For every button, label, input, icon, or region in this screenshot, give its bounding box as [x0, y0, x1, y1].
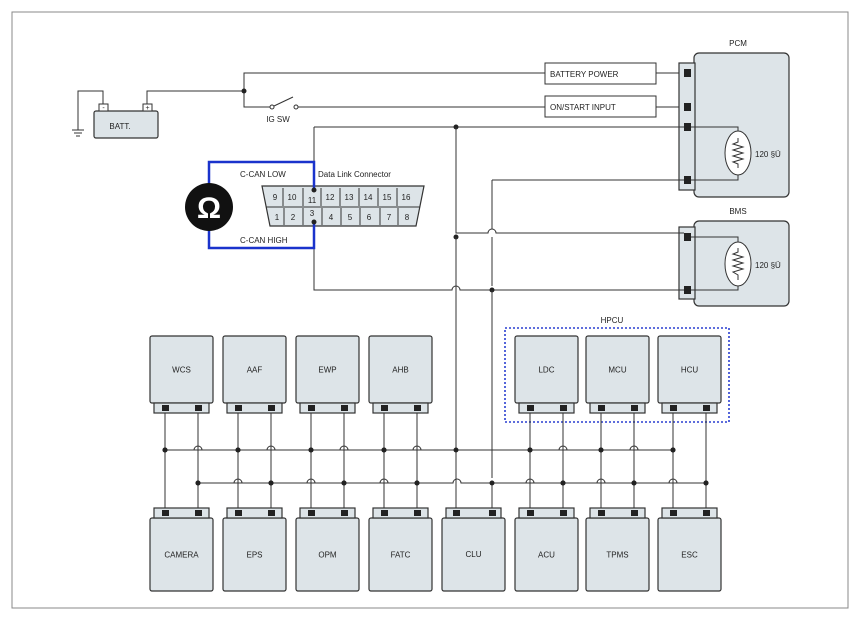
battery-plus: + [145, 105, 149, 112]
dlc-pin-9: 9 [273, 193, 278, 202]
module-ewp: EWP [295, 335, 360, 414]
module-label: ESC [681, 551, 698, 560]
dlc-pin-5: 5 [348, 213, 353, 222]
module-acu: ACU [514, 507, 579, 592]
module-label: HCU [681, 366, 699, 375]
ig-switch: IG SW [266, 96, 545, 124]
bms-title: BMS [729, 207, 746, 216]
module-label: ACU [538, 551, 555, 560]
module-clu: CLU [441, 507, 506, 592]
dlc-pin-6: 6 [367, 213, 372, 222]
module-label: AAF [247, 366, 263, 375]
battery-minus: - [102, 105, 105, 112]
dlc-title: Data Link Connector [318, 170, 391, 179]
module-label: CLU [465, 550, 481, 559]
module-label: AHB [392, 366, 408, 375]
module-label: TPMS [606, 551, 628, 560]
can-low-highlight [207, 160, 316, 193]
dlc-pin-4: 4 [329, 213, 334, 222]
dlc-pin-13: 13 [345, 193, 354, 202]
pcm-title: PCM [729, 39, 747, 48]
can-low-label: C-CAN LOW [240, 170, 286, 179]
module-mcu: MCU [585, 335, 650, 414]
pcm-module: PCM 120 §Ü [678, 39, 790, 198]
dlc-pin-3: 3 [310, 209, 315, 218]
module-eps: EPS [222, 507, 287, 592]
module-hcu: HCU [657, 335, 722, 414]
can-high-highlight [207, 222, 316, 250]
module-label: EWP [318, 366, 336, 375]
module-label: CAMERA [164, 551, 199, 560]
dlc-pin-11: 11 [308, 196, 317, 205]
can-high-label: C-CAN HIGH [240, 236, 288, 245]
dlc-pin-7: 7 [387, 213, 392, 222]
module-label: MCU [608, 366, 626, 375]
bms-module: BMS 120 §Ü [678, 207, 790, 307]
module-label: FATC [391, 551, 411, 560]
dlc-pin-15: 15 [383, 193, 392, 202]
module-label: EPS [246, 551, 262, 560]
ohm-meter-icon: Ω [185, 183, 233, 231]
ohm-symbol: Ω [197, 192, 221, 225]
dlc-pin-12: 12 [326, 193, 335, 202]
dlc-pin-2: 2 [291, 213, 296, 222]
ig-switch-label: IG SW [266, 115, 290, 124]
hpcu-group [504, 327, 730, 423]
module-label: OPM [318, 551, 337, 560]
battery-power-label: BATTERY POWER [550, 70, 619, 79]
module-aaf: AAF [222, 335, 287, 414]
module-fatc: FATC [368, 507, 433, 592]
pcm-resistor-label: 120 §Ü [755, 150, 781, 159]
battery-label: BATT. [109, 122, 130, 131]
module-ldc: LDC [514, 335, 579, 414]
module-camera: CAMERA [149, 507, 214, 592]
bms-resistor-label: 120 §Ü [755, 261, 781, 270]
dlc-pin-14: 14 [364, 193, 373, 202]
dlc-pin-16: 16 [402, 193, 411, 202]
hpcu-title: HPCU [601, 316, 624, 325]
module-wcs: WCS [149, 335, 214, 414]
module-ahb: AHB [368, 335, 433, 414]
module-opm: OPM [295, 507, 360, 592]
module-label: WCS [172, 366, 191, 375]
dlc-pin-8: 8 [405, 213, 410, 222]
dlc-pin-1: 1 [275, 213, 280, 222]
module-esc: ESC [657, 507, 722, 592]
diagram-frame [11, 11, 849, 609]
on-start-input-label: ON/START INPUT [550, 103, 616, 112]
ground-icon [72, 90, 104, 137]
module-tpms: TPMS [585, 507, 650, 592]
module-label: LDC [538, 366, 554, 375]
battery: - + BATT. [93, 103, 159, 139]
dlc-pin-10: 10 [288, 193, 297, 202]
